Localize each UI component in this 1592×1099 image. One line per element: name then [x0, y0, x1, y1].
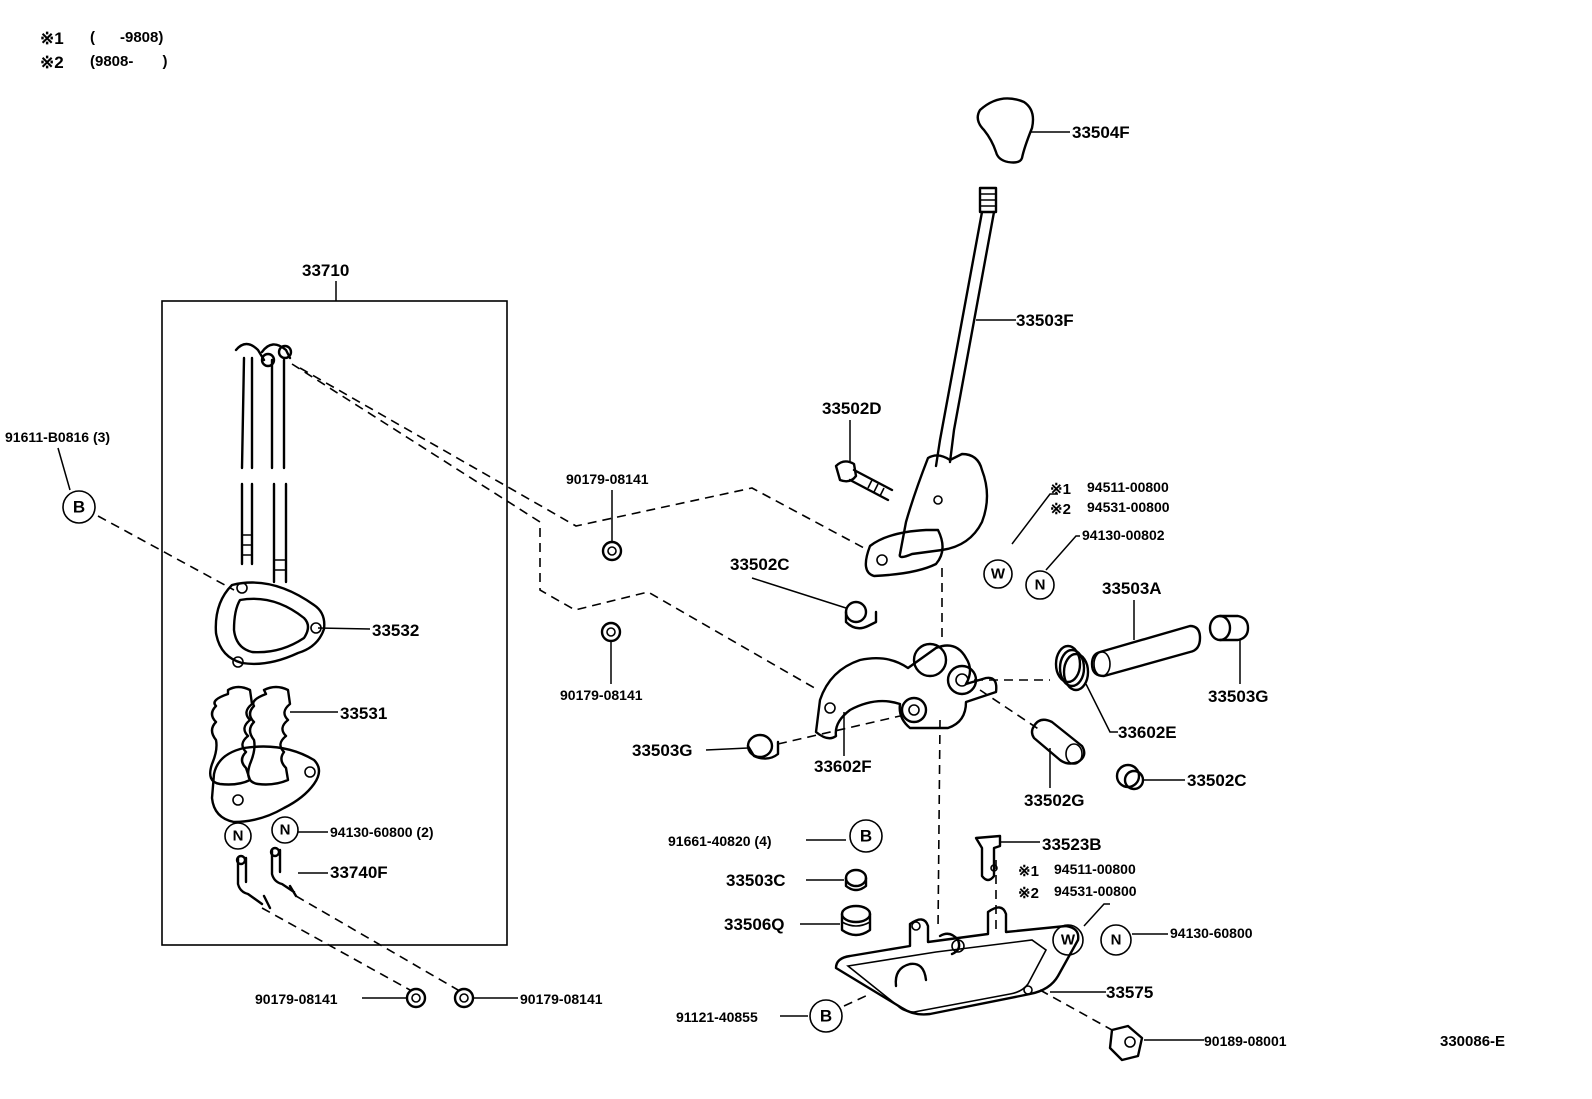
shift-cable-assembly-box: 33710 N: [161, 261, 508, 946]
assembly-frame: [161, 300, 508, 946]
callout-n-icon: [1025, 570, 1055, 600]
label-w2-no: 94531-00800: [1087, 499, 1170, 515]
bolt-33502D: [834, 460, 894, 502]
label-33502D: 33502D: [822, 399, 882, 418]
label-33503G-b: 33503G: [1208, 687, 1269, 706]
ball-joint-33740F: [235, 846, 328, 910]
notes-legend: ※1 ( -9808) ※2 (9808- ): [40, 29, 168, 72]
bushing-33502C-bottom: [1115, 763, 1145, 791]
shift-knob-33504F: [976, 97, 1035, 164]
bracket-33575: [834, 906, 1080, 1016]
label-90179-a: 90179-08141: [566, 471, 649, 487]
label-90189: 90189-08001: [1204, 1033, 1287, 1049]
label-33602F: 33602F: [814, 757, 872, 776]
bushing-33502G: [1030, 718, 1086, 765]
label-94130-00802: 94130-00802: [1082, 527, 1165, 543]
note-2-range: (9808- ): [90, 53, 168, 70]
callout-w-icon: [983, 559, 1013, 589]
label-94130-60800-2: 94130-60800 (2): [330, 824, 434, 840]
label-91611: 91611-B0816 (3): [5, 429, 110, 445]
label-91121: 91121-40855: [676, 1009, 758, 1025]
note-1-range: ( -9808): [90, 29, 163, 46]
label-91661: 91661-40820 (4): [668, 833, 772, 849]
label-w4-mark: ※2: [1018, 885, 1039, 902]
clip-33523B: [974, 834, 1002, 882]
callout-w-text: W: [1061, 932, 1076, 949]
label-33504F: 33504F: [1072, 123, 1130, 142]
gasket-33532: [214, 581, 326, 668]
pin-33503A: [1090, 624, 1202, 678]
label-33502C-a: 33502C: [730, 555, 790, 574]
label-33502C-b: 33502C: [1187, 771, 1247, 790]
nut-90179-mid: [600, 540, 623, 643]
label-33532: 33532: [372, 621, 419, 640]
callout-n-text: N: [1035, 577, 1046, 594]
callout-n-icon: [1100, 924, 1132, 956]
nut-callouts-box: N N: [224, 816, 328, 850]
label-90179-b: 90179-08141: [560, 687, 643, 703]
nut-90179-bottom: [405, 987, 475, 1009]
label-33710: 33710: [302, 261, 349, 280]
shift-lever-33503F: [864, 186, 998, 578]
bushing-33503G-left: [746, 733, 780, 760]
label-w2-mark: ※2: [1050, 501, 1071, 518]
callout-w-text: W: [991, 566, 1006, 583]
callout-b-text: B: [860, 827, 872, 846]
callout-n-icon: [224, 822, 252, 850]
bushing-33503C: [844, 868, 868, 892]
note-2-mark: ※2: [40, 53, 64, 72]
shift-cable-rods: [234, 342, 293, 584]
label-w3-mark: ※1: [1018, 863, 1039, 880]
label-94130-60800: 94130-60800: [1170, 925, 1253, 941]
callout-b-icon: [62, 490, 96, 524]
label-33740F: 33740F: [330, 863, 388, 882]
cushion-33506Q: [840, 904, 872, 937]
label-33502G: 33502G: [1024, 791, 1085, 810]
callout-b-text: B: [820, 1007, 832, 1026]
label-33503G-a: 33503G: [632, 741, 693, 760]
boot-33531: [209, 685, 321, 824]
label-33531: 33531: [340, 704, 387, 723]
bushing-33503G-right: [1208, 614, 1250, 642]
callout-b-icon: [849, 819, 883, 853]
label-33523B: 33523B: [1042, 835, 1102, 854]
callout-w-icon: [1052, 924, 1084, 956]
label-33575: 33575: [1106, 983, 1153, 1002]
drawing-number: 330086-E: [1440, 1033, 1505, 1050]
note-1-mark: ※1: [40, 29, 64, 48]
label-w4-no: 94531-00800: [1054, 883, 1137, 899]
label-90179-c: 90179-08141: [255, 991, 338, 1007]
label-33503A: 33503A: [1102, 579, 1162, 598]
spring-33602E: [1054, 644, 1090, 692]
shift-lever-retainer-33602F: [814, 642, 998, 740]
label-33506Q: 33506Q: [724, 915, 785, 934]
callout-b-text: B: [73, 498, 85, 517]
callout-n-icon: [271, 816, 299, 844]
label-w1-no: 94511-00800: [1087, 479, 1169, 495]
label-90179-d: 90179-08141: [520, 991, 603, 1007]
label-w1-mark: ※1: [1050, 481, 1071, 498]
label-33503F: 33503F: [1016, 311, 1074, 330]
callout-b-icon: [809, 999, 843, 1033]
label-33602E: 33602E: [1118, 723, 1177, 742]
label-w3-no: 94511-00800: [1054, 861, 1136, 877]
callout-n-text: N: [1111, 932, 1122, 949]
callout-n-text: N: [233, 828, 244, 845]
bushing-33502C-top: [844, 600, 878, 630]
nut-90189: [1108, 1024, 1144, 1062]
callout-n-text: N: [280, 822, 291, 839]
label-33503C: 33503C: [726, 871, 786, 890]
